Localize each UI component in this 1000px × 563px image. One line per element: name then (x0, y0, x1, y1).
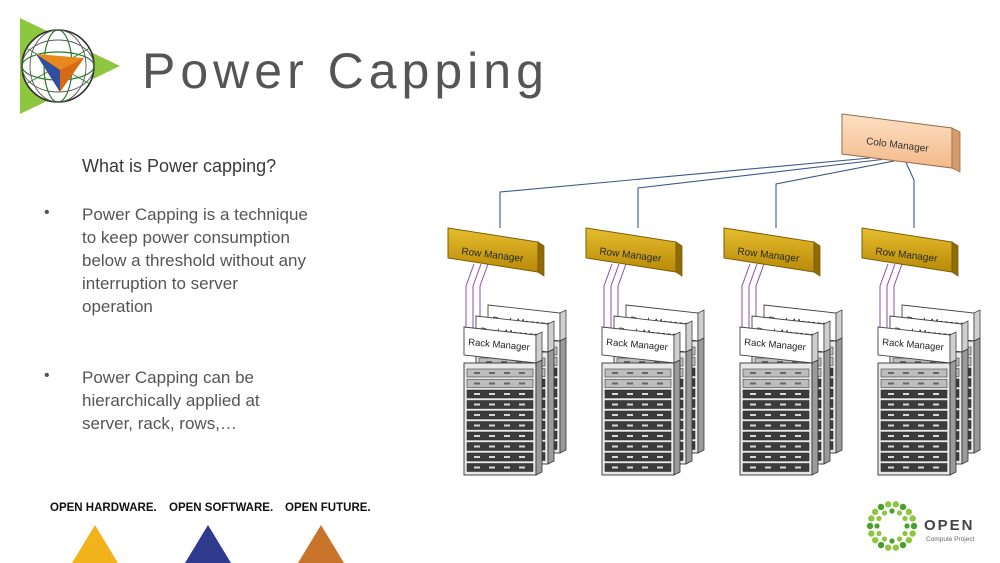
bullet-marker: • (44, 204, 50, 221)
colo-manager-box: Colo Manager (841, 113, 961, 173)
row-manager-box: Row Manager (723, 227, 821, 277)
row-manager-box: Row Manager (861, 227, 959, 277)
globe-logo-icon (20, 18, 120, 114)
ocp-subtitle: Compute Project (926, 536, 975, 543)
colo-row-connector (775, 160, 895, 228)
rack-unit: Rack Manager (739, 326, 819, 476)
colo-row-connector (499, 157, 871, 228)
ocp-ring-icon (866, 501, 918, 551)
bullet-marker: • (44, 367, 50, 384)
rack-manager-label: Rack Manager (882, 337, 945, 353)
yellow-triangle-icon (72, 525, 118, 563)
row-rack-connector (465, 263, 475, 340)
bullet-text: Power Capping can be hierarchically appl… (82, 368, 260, 433)
row-rack-connector (472, 263, 482, 340)
row-manager-box: Row Manager (447, 227, 545, 277)
rack-unit: Rack Manager (877, 326, 957, 476)
ocp-word: OPEN (924, 517, 975, 534)
row-rack-connector (886, 263, 896, 340)
rack-manager-label: Rack Manager (606, 337, 669, 353)
rack-manager-label: Rack Manager (744, 337, 807, 353)
row-rack-connector (741, 263, 751, 340)
colo-row-connector (637, 158, 883, 228)
open-hardware-label: OPEN HARDWARE. (50, 502, 157, 514)
row-rack-connector (879, 263, 889, 340)
rack-unit: Rack Manager (463, 326, 543, 476)
orange-triangle-icon (298, 525, 344, 563)
rack-unit: Rack Manager (601, 326, 681, 476)
blue-triangle-icon (185, 525, 231, 563)
colo-row-connector (905, 162, 915, 228)
open-future-label: OPEN FUTURE. (285, 502, 371, 514)
ocp-logo: OPEN Compute Project (866, 501, 975, 551)
row-rack-connector (610, 263, 620, 340)
question-heading: What is Power capping? (82, 156, 277, 176)
rack-manager-label: Rack Manager (468, 337, 531, 353)
row-rack-connector (748, 263, 758, 340)
open-software-label: OPEN SOFTWARE. (169, 502, 274, 514)
row-manager-box: Row Manager (585, 227, 683, 277)
page-title: Power Capping (142, 43, 549, 99)
row-rack-connector (603, 263, 613, 340)
bullet-text: Power Capping is a technique to keep pow… (82, 205, 308, 316)
